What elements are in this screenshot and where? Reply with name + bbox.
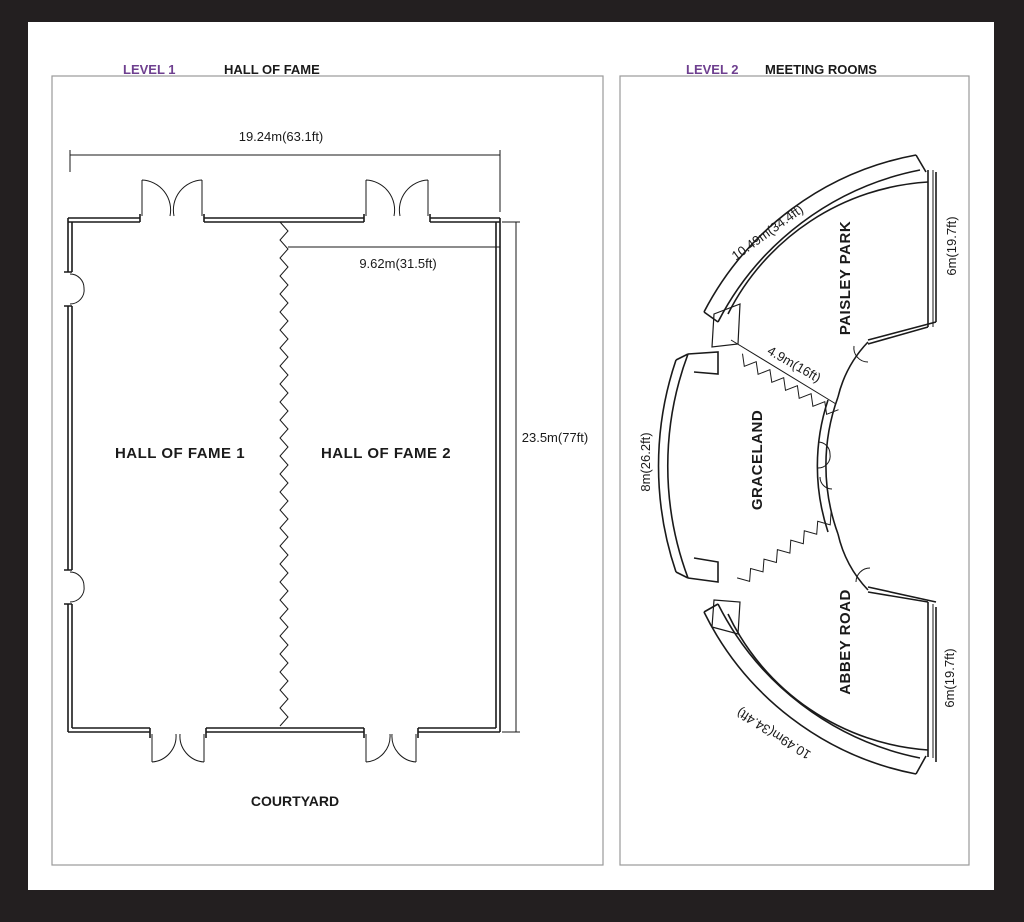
floor-plan-sheet: LEVEL 1 HALL OF FAME 19.24m(63.1ft) [28, 22, 994, 890]
hall-outline [64, 214, 501, 738]
room-label-hall-of-fame-2: HALL OF FAME 2 [321, 445, 451, 462]
half-width-dimension: 9.62m(31.5ft) [288, 246, 500, 271]
level1-doors [69, 179, 429, 763]
level1-title: HALL OF FAME [224, 62, 320, 77]
room-graceland [657, 351, 839, 583]
level2-panel: LEVEL 2 MEETING ROOMS [619, 62, 970, 866]
room-label-graceland: GRACELAND [749, 410, 766, 510]
dim-abbey-arc: 10.49m(34.4ft) [734, 705, 814, 763]
room-label-hall-of-fame-1: HALL OF FAME 1 [115, 445, 245, 462]
partition-bottom [736, 511, 832, 583]
dim-paisley-side: 6m(19.7ft) [944, 216, 959, 275]
room-abbey-road [703, 511, 937, 775]
level1-panel: LEVEL 1 HALL OF FAME 19.24m(63.1ft) [51, 62, 604, 866]
level2-title: MEETING ROOMS [765, 62, 877, 77]
level2-panel-border [619, 75, 970, 866]
room-label-abbey-road: ABBEY ROAD [837, 589, 854, 695]
width-dimension-label: 19.24m(63.1ft) [239, 129, 324, 144]
level1-panel-border [51, 75, 604, 866]
half-width-dimension-label: 9.62m(31.5ft) [359, 256, 436, 271]
level1-label: LEVEL 1 [123, 62, 176, 77]
depth-dimension: 23.5m(77ft) [502, 221, 588, 733]
width-dimension: 19.24m(63.1ft) [69, 129, 501, 212]
room-paisley-park [703, 154, 937, 415]
room-label-paisley-park: PAISLEY PARK [837, 221, 854, 335]
movable-partition [279, 221, 289, 727]
courtyard-label: COURTYARD [251, 793, 339, 809]
partition-top [742, 353, 839, 415]
level2-label: LEVEL 2 [686, 62, 739, 77]
dim-graceland-arc: 8m(26.2ft) [638, 432, 653, 491]
dim-abbey-side: 6m(19.7ft) [942, 648, 957, 707]
depth-dimension-label: 23.5m(77ft) [522, 430, 588, 445]
floor-plan-canvas: LEVEL 1 HALL OF FAME 19.24m(63.1ft) [51, 62, 970, 866]
